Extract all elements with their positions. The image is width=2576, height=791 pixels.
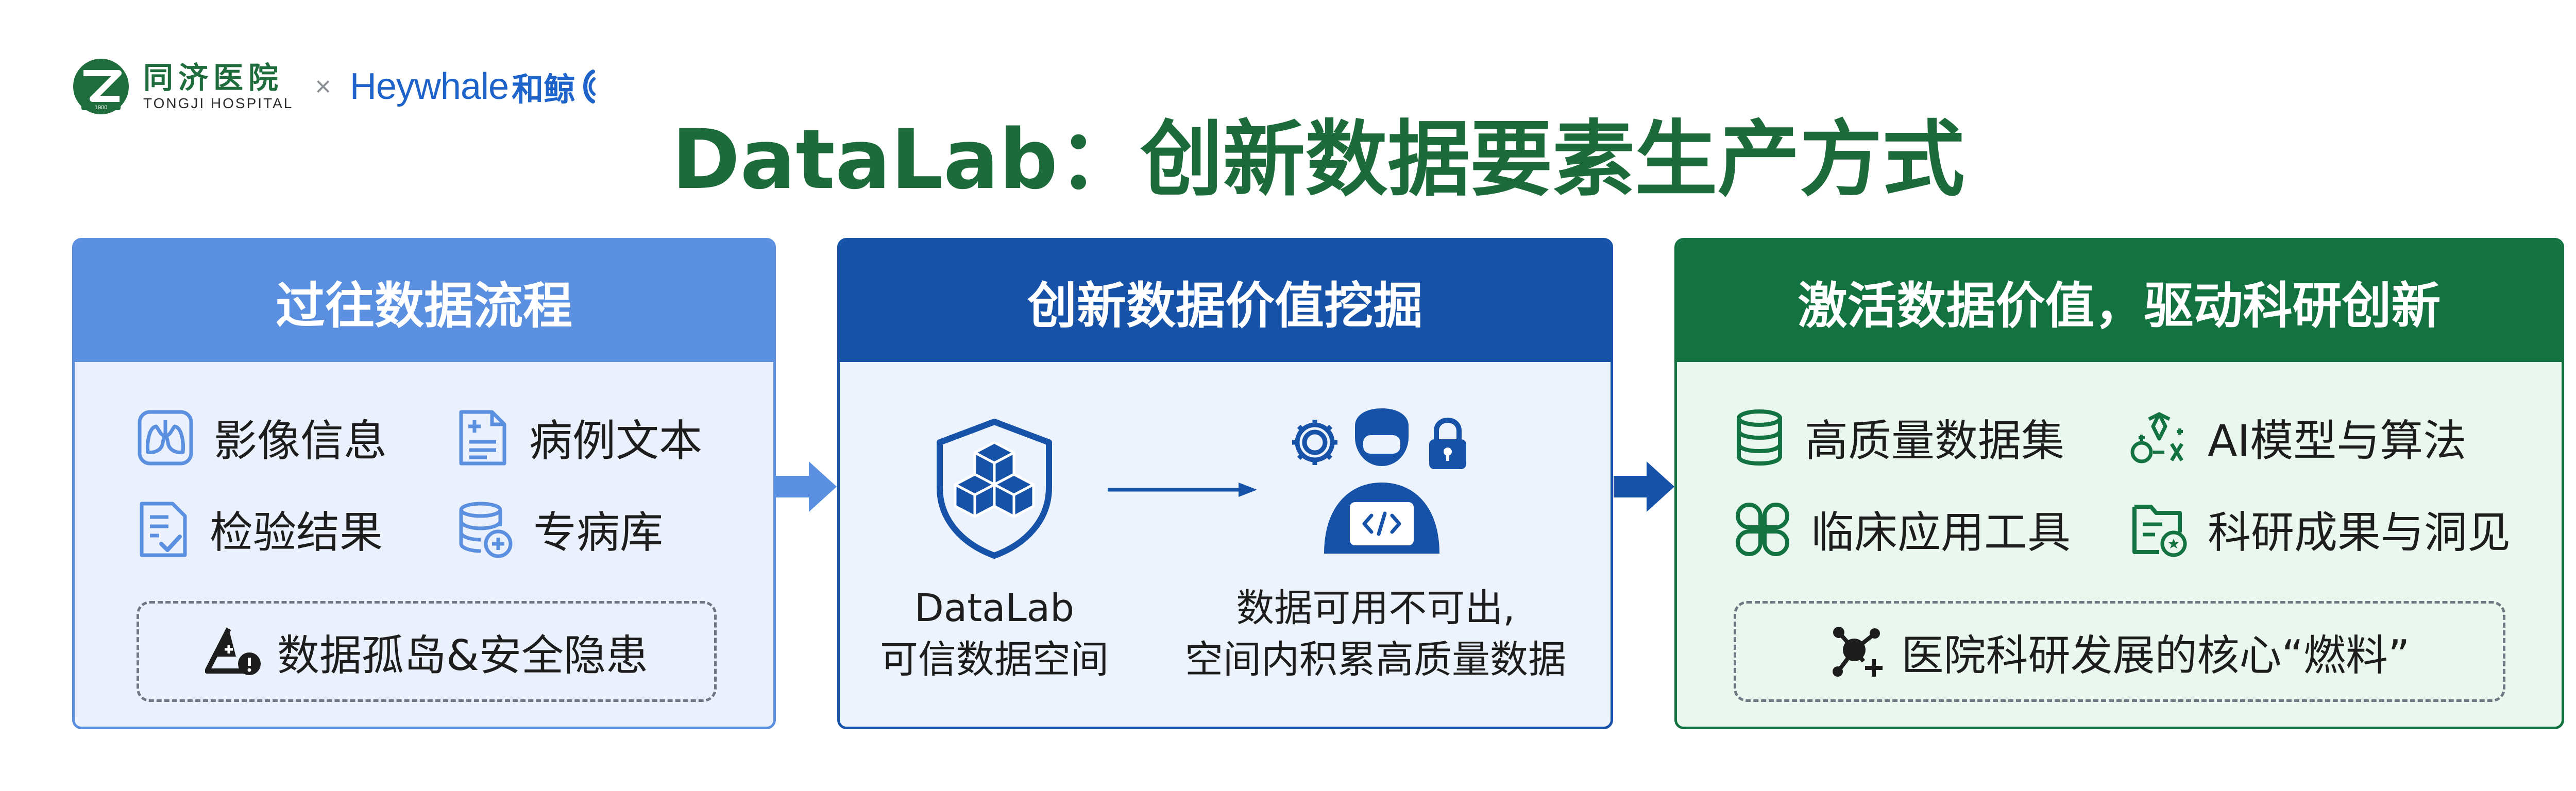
innovation-flow-arrow [1108, 483, 1257, 497]
activate-item-label: 高质量数据集 [1805, 416, 2065, 466]
hospital-name-en: TONGJI HOSPITAL [143, 95, 294, 111]
secure-developer-icon [1292, 408, 1466, 554]
datalab-caption: DataLab 可信数据空间 [850, 582, 1139, 685]
core-fuel-statement: 医院科研发展的核心“燃料” [1734, 601, 2505, 702]
tongji-wordmark: 同济医院 TONGJI HOSPITAL [143, 61, 293, 112]
tongji-emblem-icon: 1900 [73, 59, 129, 114]
activate-item-ai-model: AI模型与算法 [2130, 406, 2466, 469]
innovation-title: 创新数据价值挖掘 [840, 240, 1611, 362]
database-plus-icon [459, 502, 513, 558]
past-workflow-title: 过往数据流程 [75, 240, 773, 362]
ai-model-icon [2130, 411, 2183, 463]
data-silo-warning: 数据孤岛&安全隐患 [137, 601, 717, 702]
hospital-name-cn: 同济医院 [143, 60, 284, 95]
core-fuel-label: 医院科研发展的核心“燃料” [1901, 631, 2410, 680]
molecule-icon [1832, 627, 1883, 677]
warning-label: 数据孤岛&安全隐患 [277, 631, 648, 680]
data-accumulation-caption: 数据可用不可出, 空间内积累高质量数据 [1149, 582, 1602, 685]
activate-item-label: 科研成果与洞见 [2208, 507, 2511, 558]
activate-item-research-insight: 科研成果与洞见 [2130, 498, 2511, 560]
past-item-disease-db: 专病库 [456, 498, 663, 560]
activate-item-dataset: 高质量数据集 [1734, 406, 2064, 469]
past-item-label: 病例文本 [529, 416, 703, 466]
flow-arrow-2 [1614, 461, 1674, 512]
flow-arrow-1 [776, 461, 837, 512]
partner-name-en: Heywhale [349, 66, 509, 107]
data-accumulation-label: 空间内积累高质量数据 [1185, 638, 1566, 682]
activate-panel: 激活数据价值，驱动科研创新 高质量数据集 AI模型与算法 [1674, 238, 2564, 729]
activate-item-label: AI模型与算法 [2208, 416, 2467, 466]
past-item-label: 检验结果 [210, 507, 383, 558]
warning-icon [205, 627, 261, 675]
past-item-lab-results: 检验结果 [137, 498, 383, 560]
database-icon [1737, 409, 1782, 466]
activate-item-label: 临床应用工具 [1811, 507, 2071, 558]
heywhale-mark-icon [583, 70, 596, 104]
past-workflow-panel: 过往数据流程 影像信息 病例文本 检验结果 [72, 238, 776, 729]
research-insight-icon [2132, 504, 2187, 557]
past-item-imaging: 影像信息 [137, 406, 387, 469]
logo-separator: × [315, 71, 331, 102]
apps-icon [1736, 502, 1789, 556]
past-item-case-text: 病例文本 [456, 406, 702, 469]
header-logos: 1900 同济医院 TONGJI HOSPITAL × Heywhale 和鲸 [72, 56, 596, 117]
shield-cubes-icon [937, 419, 1052, 559]
trusted-space-label: 可信数据空间 [880, 638, 1109, 682]
past-item-label: 影像信息 [214, 416, 387, 466]
activate-title: 激活数据价值，驱动科研创新 [1677, 240, 2562, 362]
datalab-name: DataLab [914, 586, 1075, 630]
page-title: DataLab：创新数据要素生产方式 [671, 111, 1965, 208]
document-plus-icon [459, 410, 506, 465]
partner-name-cn: 和鲸 [512, 71, 576, 108]
lungs-icon [138, 410, 193, 465]
data-usable-label: 数据可用不可出, [1236, 586, 1515, 630]
past-item-label: 专病库 [533, 507, 664, 558]
svg-text:1900: 1900 [95, 105, 107, 111]
checklist-icon [140, 502, 187, 557]
innovation-panel: 创新数据价值挖掘 [837, 238, 1613, 729]
activate-item-clinical-tools: 临床应用工具 [1734, 498, 2071, 560]
